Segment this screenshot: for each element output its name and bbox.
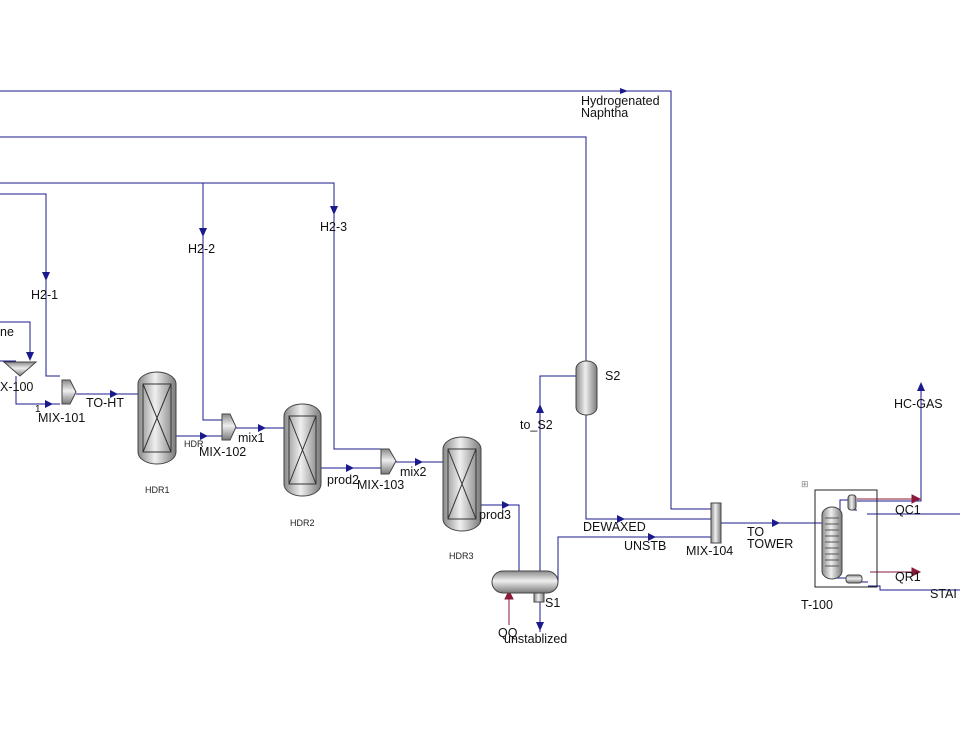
label-prod2: prod2 <box>327 473 359 487</box>
label-mix-101: MIX-101 <box>38 411 86 425</box>
arrow-hc-gas <box>917 382 925 391</box>
label-mix2: mix2 <box>400 465 427 479</box>
s1-separator[interactable] <box>491 570 559 603</box>
stream-feed[interactable] <box>0 321 31 360</box>
stream-dewaxed-to-mix104[interactable] <box>585 414 711 520</box>
label-hydrogenated: Hydrogenated <box>581 94 660 108</box>
mix-104-unit[interactable] <box>710 502 722 544</box>
label-mix-100: X-100 <box>0 380 34 394</box>
label-hdr-stream: HDR <box>184 439 204 449</box>
label-hdr3: HDR3 <box>449 551 474 561</box>
label-t-100: T-100 <box>801 598 833 612</box>
arrow-prod3 <box>502 501 510 509</box>
arrow-feed <box>26 352 34 361</box>
label-qq: QQ <box>498 626 518 640</box>
label-stab-partial: STAI <box>930 587 957 601</box>
label-mix-104: MIX-104 <box>686 544 734 558</box>
label-prod3: prod3 <box>479 508 511 522</box>
arrow-hn <box>620 88 628 94</box>
stream-prod3[interactable] <box>481 504 520 572</box>
arrow-to-ht <box>110 390 118 398</box>
label-h2-1: H2-1 <box>31 288 59 302</box>
hdr3-reactor[interactable] <box>442 436 482 532</box>
label-mix-103: MIX-103 <box>357 478 405 492</box>
stream-h2-2[interactable] <box>202 183 222 421</box>
stream-h2-header[interactable] <box>0 182 381 450</box>
stream-hc-gas[interactable] <box>857 386 922 502</box>
t-100-small-icon: ⊞ <box>801 479 809 489</box>
arrow-h2-3 <box>330 206 338 215</box>
mix-103-unit[interactable] <box>380 448 397 475</box>
mix-102-unit[interactable] <box>221 413 237 441</box>
energy-qc1-arrow <box>911 494 922 504</box>
label-s1: S1 <box>545 596 561 610</box>
label-to-ht: TO-HT <box>86 396 124 410</box>
hdr2-reactor[interactable] <box>283 403 322 497</box>
label-hdr2: HDR2 <box>290 518 315 528</box>
label-unstb: UNSTB <box>624 539 667 553</box>
arrow-h2-1 <box>42 272 50 281</box>
hdr1-reactor[interactable] <box>137 371 177 465</box>
label-feed-partial: ne <box>0 325 14 339</box>
stream-h2-1[interactable] <box>0 193 60 377</box>
arrow-dewaxed <box>617 515 625 523</box>
s2-separator[interactable] <box>575 360 598 416</box>
stream-unstb[interactable] <box>557 536 711 582</box>
arrow-1 <box>45 400 53 408</box>
arrow-mix1 <box>258 424 266 432</box>
arrow-to-s2 <box>536 404 544 413</box>
label-s2: S2 <box>605 369 621 383</box>
label-mix1: mix1 <box>238 431 265 445</box>
label-to: TO <box>747 525 765 539</box>
stream-to-s2[interactable] <box>539 375 576 571</box>
label-stream-1: 1 <box>35 404 41 415</box>
label-hdr1: HDR1 <box>145 485 170 495</box>
label-qc1: QC1 <box>895 503 921 517</box>
stream-right-bottom[interactable] <box>868 585 960 591</box>
stream-dewaxed[interactable] <box>0 136 587 362</box>
label-tower: TOWER <box>747 537 794 551</box>
label-unstablized: unstablized <box>504 632 568 646</box>
label-naphtha: Naphtha <box>581 106 629 120</box>
arrow-unstablized <box>536 622 544 631</box>
label-hc-gas: HC-GAS <box>894 397 943 411</box>
arrow-hdr <box>200 432 208 440</box>
mix-100-unit[interactable] <box>2 361 38 377</box>
label-dewaxed: DEWAXED <box>583 520 646 534</box>
energy-qq-arrow <box>504 589 514 600</box>
mix-101-unit[interactable] <box>61 379 77 405</box>
arrow-to-tower <box>772 519 780 527</box>
arrow-unstb <box>648 533 656 541</box>
label-to-s2: to_S2 <box>520 418 553 432</box>
energy-qr1-arrow <box>911 567 922 577</box>
label-mix-102: MIX-102 <box>199 445 247 459</box>
label-h2-3: H2-3 <box>320 220 348 234</box>
arrow-mix2 <box>415 458 423 466</box>
arrow-h2-2 <box>199 228 207 237</box>
stream-hydrogenated-naphtha[interactable] <box>0 90 711 510</box>
t-100-column[interactable] <box>814 489 878 588</box>
label-h2-2: H2-2 <box>188 242 216 256</box>
label-qr1: QR1 <box>895 570 921 584</box>
arrow-prod2 <box>346 464 354 472</box>
